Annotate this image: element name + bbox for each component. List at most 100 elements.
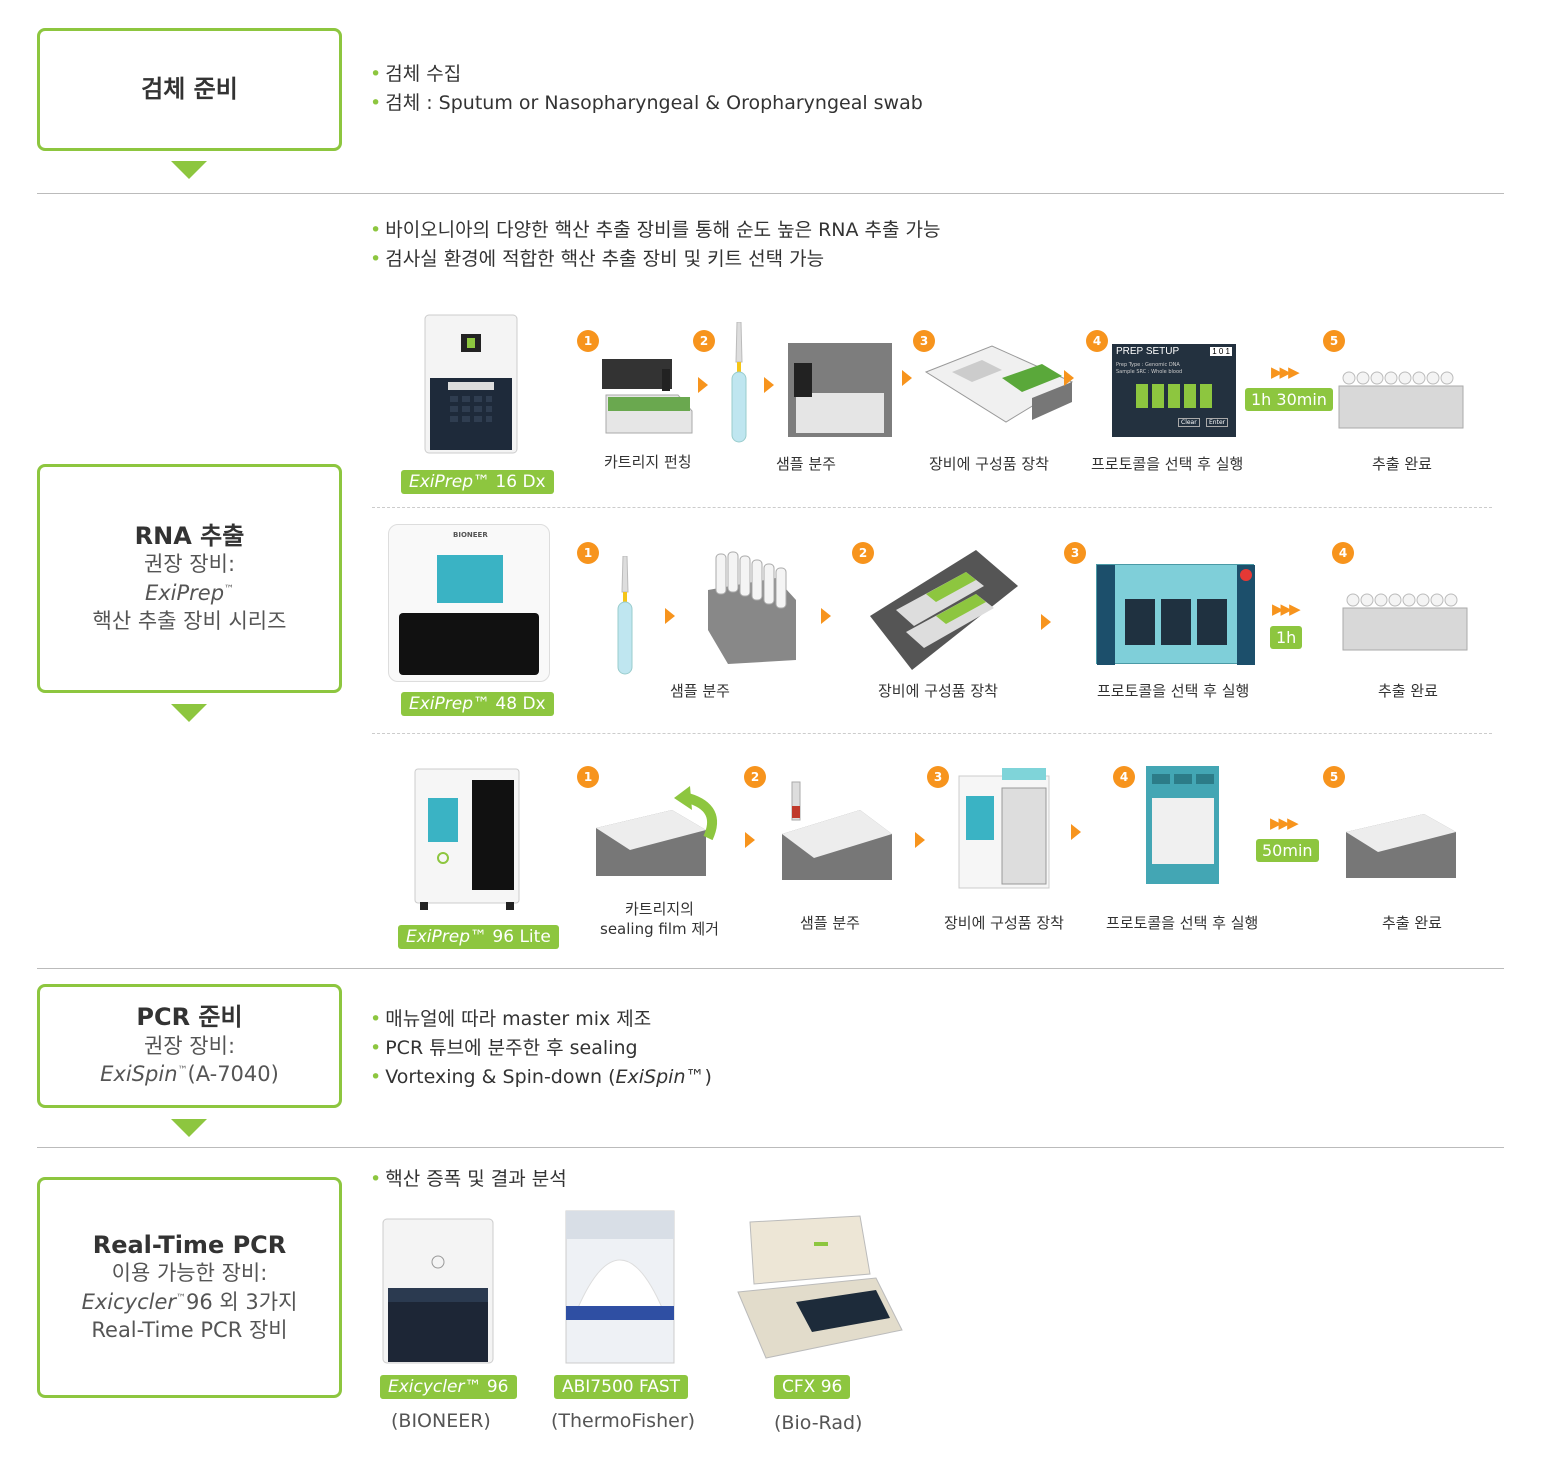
exicycler-96-image [382, 1218, 494, 1364]
stage-sub: ExiPrep™ [144, 580, 235, 605]
screen-form [1152, 798, 1214, 864]
screen-line: Prep Type : Genomic DNA [1116, 362, 1180, 368]
divider [37, 193, 1504, 194]
screen-line: Sample SRC : Whole blood [1116, 369, 1183, 375]
step-label: 샘플 분주 [670, 682, 730, 700]
sample-tube-rack-image [788, 343, 892, 437]
stage-sub: Exicycler™96 외 3가지 [81, 1289, 298, 1314]
step-label: 추출 완료 [1372, 455, 1432, 473]
stage-box-rna-extraction: RNA 추출 권장 장비: ExiPrep™ 핵산 추출 장비 시리즈 [37, 464, 342, 693]
step-label: 프로토콜을 선택 후 실행 [1097, 682, 1250, 700]
fast-forward-icon: ▶▶▶ [1271, 363, 1300, 381]
time-badge: 1h [1270, 626, 1303, 649]
fast-forward-icon: ▶▶▶ [1270, 814, 1299, 832]
stage4-bullets: •핵산 증폭 및 결과 분석 [370, 1165, 567, 1194]
screen-keypad [1136, 384, 1212, 408]
step-number: 2 [852, 542, 874, 564]
stage-sub: Real-Time PCR 장비 [91, 1318, 288, 1343]
bullet-item: •매뉴얼에 따라 master mix 제조 [370, 1008, 652, 1030]
step-label: 샘플 분주 [800, 914, 860, 932]
step-number: 5 [1323, 766, 1345, 788]
arrow-right-icon [1041, 614, 1051, 630]
screen-panel [1197, 599, 1227, 645]
step-number: 1 [577, 330, 599, 352]
component-mount-image [870, 550, 1018, 670]
bullet-item: •PCR 튜브에 분주한 후 sealing [370, 1037, 638, 1059]
sample-plate-image [782, 781, 892, 880]
stage-box-realtime-pcr: Real-Time PCR 이용 가능한 장비: Exicycler™96 외 … [37, 1177, 342, 1398]
stage3-bullets: •매뉴얼에 따라 master mix 제조 •PCR 튜브에 분주한 후 se… [370, 1005, 712, 1092]
maker-label: (BIONEER) [391, 1410, 491, 1432]
stage-box-pcr-prep: PCR 준비 권장 장비: ExiSpin™(A-7040) [37, 984, 342, 1108]
down-arrow-icon [171, 704, 207, 722]
device-badge: ExiPrep™ 16 Dx [401, 470, 554, 494]
abi7500-image [565, 1210, 675, 1364]
bullet-item: •Vortexing & Spin-down (ExiSpin™) [370, 1066, 712, 1088]
sealing-film-plate-image [596, 786, 717, 876]
arrow-right-icon [915, 832, 925, 848]
row-divider [372, 733, 1492, 734]
screen-title: PREP SETUP [1116, 346, 1180, 357]
extraction-complete-rack-image [1342, 593, 1468, 651]
tube-block-image [708, 551, 796, 664]
stage-title: PCR 준비 [136, 1003, 243, 1032]
maker-label: (ThermoFisher) [551, 1410, 696, 1432]
extraction-complete-rack-image [1338, 371, 1464, 429]
bullet-item: •검체 : Sputum or Nasopharyngeal & Orophar… [370, 92, 923, 114]
down-arrow-icon [171, 1119, 207, 1137]
device-badge: ExiPrep™ 48 Dx [401, 692, 554, 716]
bullet-item: •핵산 증폭 및 결과 분석 [370, 1168, 567, 1190]
screen-panel [1125, 599, 1155, 645]
step-label: 장비에 구성품 장착 [929, 455, 1049, 473]
device-screen [437, 555, 503, 603]
exiprep-96lite-image [414, 768, 520, 910]
step-number: 1 [577, 766, 599, 788]
step-number: 2 [693, 330, 715, 352]
device-badge: ABI7500 FAST [554, 1375, 688, 1399]
pipette-tube-image [617, 556, 633, 675]
brand-label: BIONEER [453, 531, 488, 539]
protocol-tablet-screen [1146, 766, 1219, 884]
stage-box-specimen-prep: 검체 준비 [37, 28, 342, 151]
stage1-bullets: •검체 수집 •검체 : Sputum or Nasopharyngeal & … [370, 60, 923, 118]
device-door [399, 613, 539, 675]
step-number: 4 [1113, 766, 1135, 788]
divider [37, 1147, 1504, 1148]
exiprep-16dx-image [424, 314, 518, 454]
extraction-complete-plate-image [1346, 814, 1456, 878]
down-arrow-icon [171, 161, 207, 179]
step-number: 1 [577, 542, 599, 564]
arrow-right-icon [1071, 824, 1081, 840]
time-badge: 1h 30min [1245, 388, 1333, 411]
step-label: 샘플 분주 [776, 455, 836, 473]
arrow-right-icon [821, 608, 831, 624]
stop-icon [1240, 569, 1252, 581]
step-number: 5 [1323, 330, 1345, 352]
stage2-bullets: •바이오니아의 다양한 핵산 추출 장비를 통해 순도 높은 RNA 추출 가능… [370, 216, 941, 274]
step-label: 프로토콜을 선택 후 실행 [1106, 914, 1259, 932]
step-number: 4 [1332, 542, 1354, 564]
prep-setup-screen: PREP SETUP 1 0 1 Prep Type : Genomic DNA… [1112, 344, 1236, 437]
screen-enter: Enter [1206, 418, 1229, 427]
screen-clear: Clear [1178, 418, 1200, 427]
screen-code: 1 0 1 [1210, 347, 1232, 356]
arrow-right-icon [745, 832, 755, 848]
screen-sidebar [1097, 565, 1115, 665]
step-number: 3 [913, 330, 935, 352]
stage-title: 검체 준비 [141, 75, 238, 104]
step-number: 4 [1086, 330, 1108, 352]
stage-sub: 이용 가능한 장비: [111, 1261, 268, 1286]
arrow-right-icon [1064, 370, 1074, 386]
step-label: 추출 완료 [1378, 682, 1438, 700]
arrow-right-icon [698, 377, 708, 393]
cfx96-image [737, 1215, 903, 1359]
stage-sub: 핵산 추출 장비 시리즈 [92, 609, 287, 634]
fast-forward-icon: ▶▶▶ [1272, 600, 1301, 618]
bullet-item: •검체 수집 [370, 63, 462, 85]
component-mount-image [924, 345, 1074, 423]
bullet-item: •바이오니아의 다양한 핵산 추출 장비를 통해 순도 높은 RNA 추출 가능 [370, 219, 941, 241]
device-badge: ExiPrep™ 96 Lite [398, 925, 559, 949]
step-number: 2 [744, 766, 766, 788]
screen-sidebar [1237, 565, 1255, 665]
protocol-screen [1096, 564, 1255, 665]
